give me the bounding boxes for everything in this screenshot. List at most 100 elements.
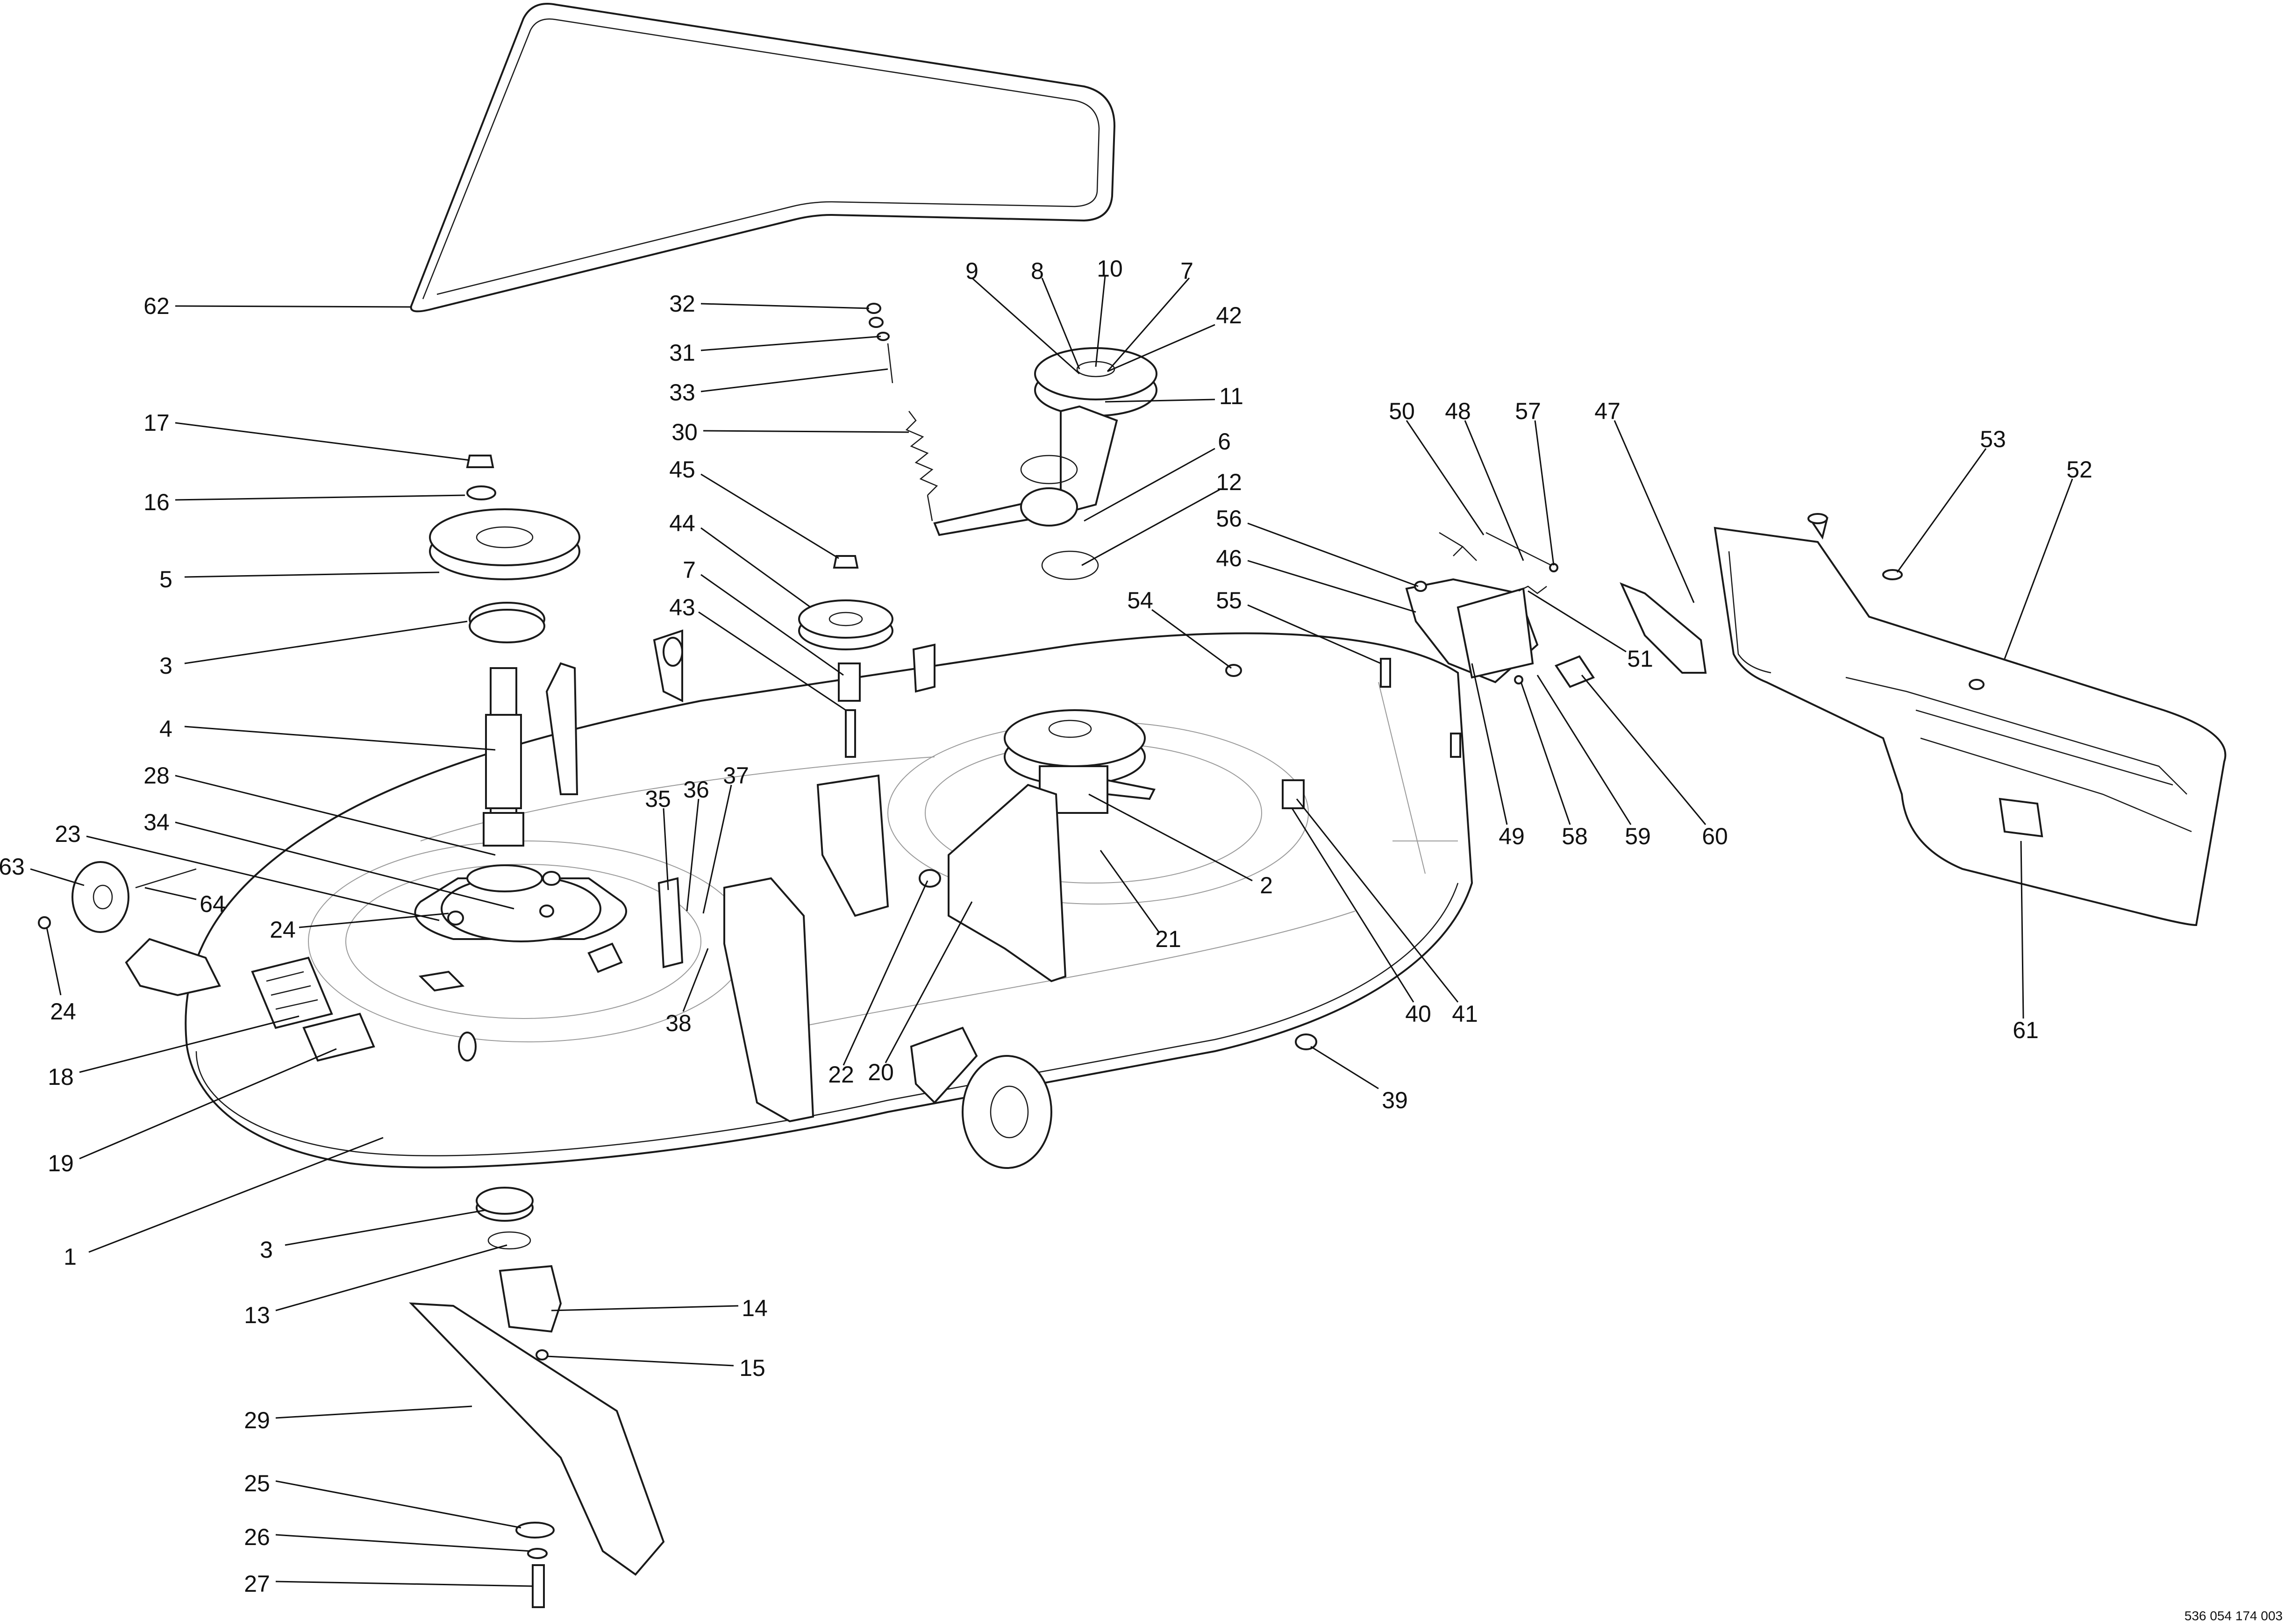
callout-label-36: 36 — [683, 776, 709, 803]
leader-line-57 — [1534, 420, 1555, 566]
callout-label-59: 59 — [1625, 823, 1651, 849]
leader-line-37 — [702, 784, 732, 914]
leader-line-14 — [551, 1305, 739, 1311]
leader-line-62 — [175, 305, 412, 308]
callout-label-1: 1 — [64, 1244, 77, 1270]
callout-label-31: 31 — [669, 340, 695, 366]
callout-label-64: 64 — [200, 891, 226, 917]
leader-line-47 — [1614, 420, 1695, 603]
front-brackets — [657, 774, 1067, 1123]
callout-label-20: 20 — [868, 1059, 894, 1085]
cutter-blade — [409, 1187, 665, 1608]
callout-label-10: 10 — [1097, 256, 1123, 282]
callout-label-27: 27 — [244, 1571, 270, 1597]
callout-label-28: 28 — [143, 762, 170, 789]
callout-label-33: 33 — [669, 379, 695, 406]
callout-label-6: 6 — [1218, 428, 1231, 455]
callout-label-12: 12 — [1216, 469, 1242, 495]
callout-label-2: 2 — [1260, 872, 1273, 898]
callout-label-55: 55 — [1216, 587, 1242, 613]
leader-line-64 — [144, 887, 197, 900]
leader-line-7 — [700, 574, 844, 676]
tension-spring — [866, 303, 938, 521]
callout-label-58: 58 — [1562, 823, 1588, 849]
center-pulley — [1004, 709, 1156, 814]
leader-line-56 — [1247, 522, 1419, 587]
leader-line-13 — [275, 1244, 507, 1311]
leader-line-28 — [175, 775, 496, 856]
leader-line-33 — [700, 368, 888, 392]
leader-line-2 — [1088, 793, 1253, 882]
spindle-assembly — [414, 455, 628, 942]
callout-label-3: 3 — [260, 1237, 273, 1263]
callout-label-52: 52 — [2066, 456, 2092, 483]
leader-line-55 — [1247, 604, 1381, 664]
callout-label-39: 39 — [1382, 1087, 1408, 1113]
callout-label-24: 24 — [50, 998, 76, 1025]
callout-label-34: 34 — [143, 809, 170, 835]
callout-label-18: 18 — [48, 1064, 74, 1090]
callout-label-21: 21 — [1155, 926, 1181, 952]
leader-line-51 — [1528, 590, 1627, 653]
callout-label-29: 29 — [244, 1407, 270, 1433]
callout-label-14: 14 — [742, 1295, 768, 1321]
callout-label-61: 61 — [2013, 1017, 2039, 1043]
leader-line-3 — [285, 1209, 486, 1246]
callout-label-23: 23 — [55, 821, 81, 847]
leader-line-25 — [275, 1480, 521, 1529]
deck-hardware — [418, 629, 1317, 1061]
leader-line-22 — [843, 880, 928, 1066]
leader-line-34 — [175, 821, 514, 910]
discharge-chute — [1714, 513, 2227, 926]
leader-line-59 — [1536, 675, 1632, 825]
callout-label-11: 11 — [1219, 383, 1243, 409]
leader-line-30 — [703, 430, 909, 433]
leader-line-26 — [275, 1534, 531, 1552]
leader-line-7 — [1107, 278, 1190, 372]
leader-line-52 — [2004, 478, 2073, 659]
leader-line-15 — [546, 1355, 734, 1367]
callout-label-44: 44 — [669, 510, 695, 536]
callout-label-13: 13 — [244, 1302, 270, 1328]
leader-line-39 — [1310, 1046, 1379, 1090]
leader-line-21 — [1100, 850, 1160, 933]
callout-label-32: 32 — [669, 291, 695, 317]
callout-label-7: 7 — [1180, 258, 1193, 284]
callout-label-51: 51 — [1627, 646, 1653, 672]
callout-label-38: 38 — [665, 1010, 692, 1036]
leader-line-49 — [1471, 663, 1508, 825]
leader-line-42 — [1107, 324, 1215, 372]
callout-label-63: 63 — [0, 854, 25, 880]
leader-line-61 — [2020, 840, 2024, 1019]
idler-arm — [933, 347, 1157, 580]
callout-label-56: 56 — [1216, 506, 1242, 532]
leader-line-60 — [1581, 675, 1707, 825]
leader-line-48 — [1464, 420, 1524, 561]
callout-label-7: 7 — [683, 557, 696, 583]
leader-line-44 — [700, 527, 811, 608]
decals — [251, 956, 375, 1062]
callout-label-22: 22 — [828, 1061, 854, 1088]
idler-pulley — [798, 555, 893, 758]
leader-line-12 — [1081, 489, 1220, 566]
leader-line-32 — [700, 303, 870, 309]
drive-belt — [410, 3, 1116, 313]
leader-line-24 — [46, 927, 62, 996]
leader-line-50 — [1406, 420, 1485, 535]
callout-label-17: 17 — [143, 410, 170, 436]
callout-label-54: 54 — [1127, 587, 1153, 613]
callout-label-30: 30 — [671, 419, 698, 445]
callout-label-15: 15 — [739, 1355, 765, 1381]
callout-label-62: 62 — [143, 293, 170, 319]
callout-label-45: 45 — [669, 456, 695, 483]
callout-label-43: 43 — [669, 594, 695, 620]
leader-line-29 — [275, 1405, 472, 1419]
callout-label-47: 47 — [1594, 398, 1621, 424]
leader-line-54 — [1151, 609, 1232, 669]
leader-line-46 — [1247, 560, 1416, 613]
callout-label-57: 57 — [1515, 398, 1541, 424]
callout-label-26: 26 — [244, 1524, 270, 1550]
callout-label-5: 5 — [159, 566, 172, 592]
callout-label-46: 46 — [1216, 545, 1242, 571]
